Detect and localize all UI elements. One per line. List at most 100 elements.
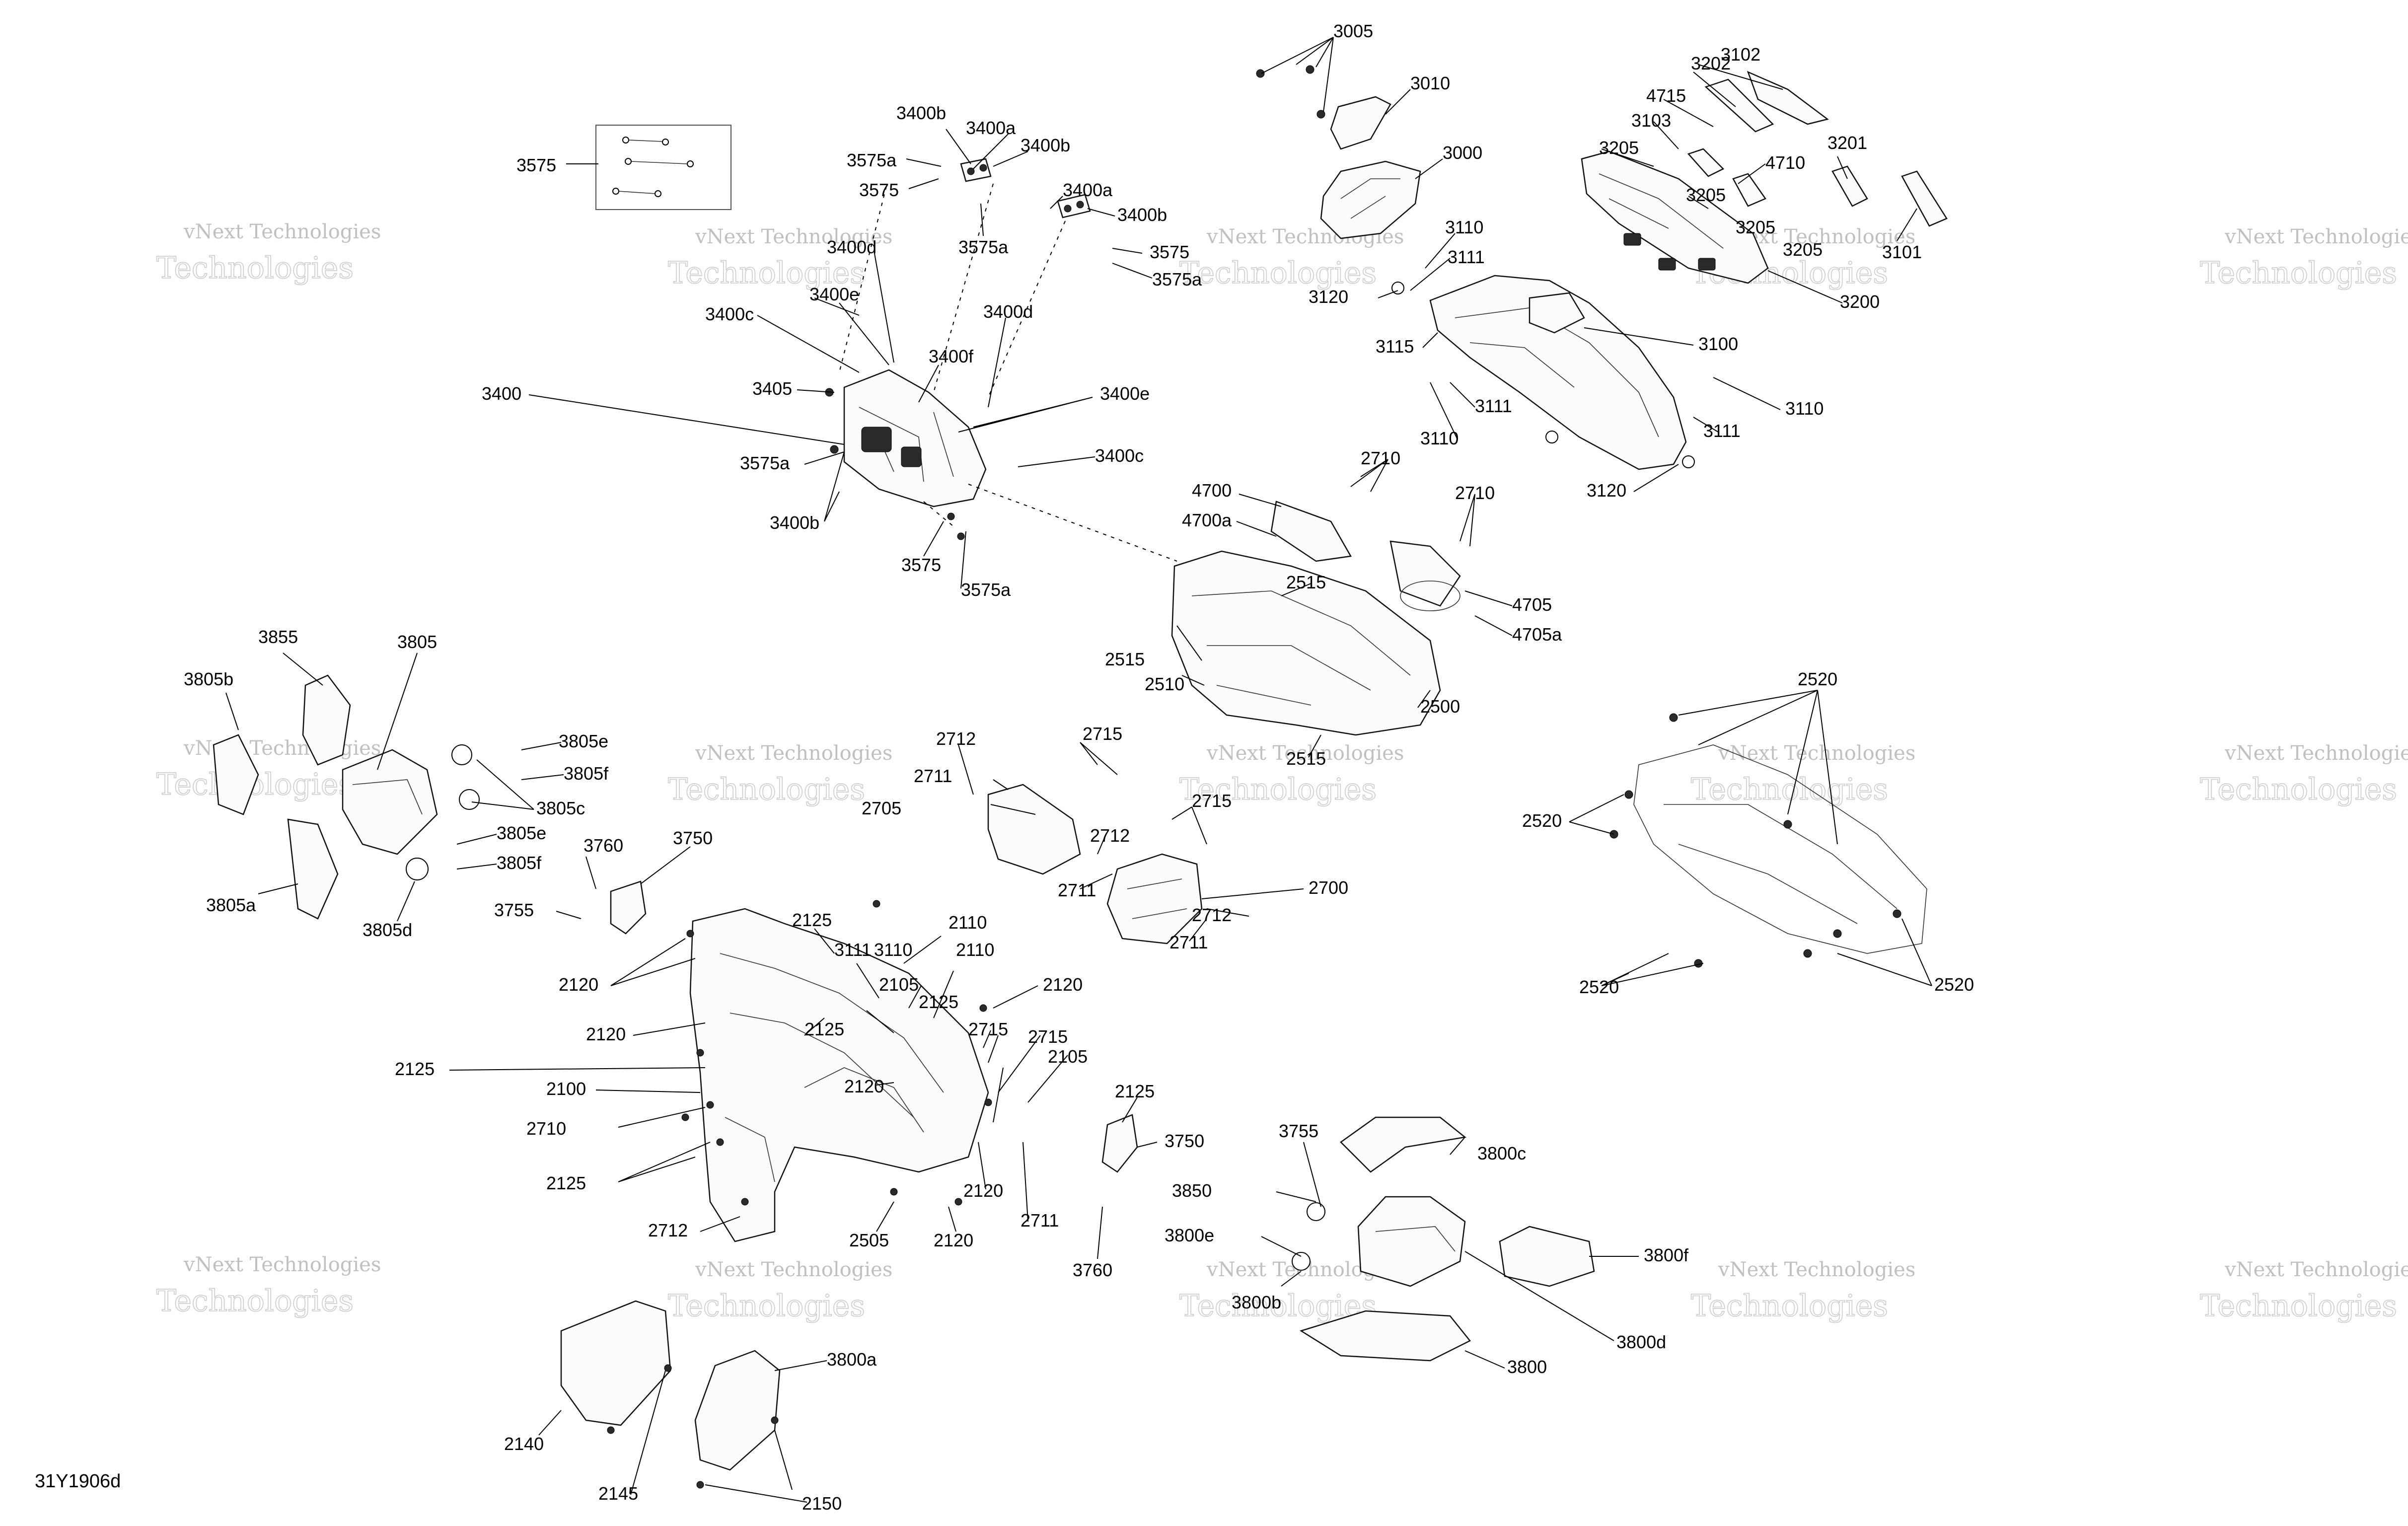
callout-label: 3201 <box>1827 133 1867 153</box>
side-panels-2140-2145 <box>560 1300 781 1471</box>
callout-label: 3205 <box>1736 217 1775 237</box>
callout-label: 2120 <box>963 1180 1003 1201</box>
callout-label: 2520 <box>1798 669 1837 689</box>
svg-text:Technologies: Technologies <box>668 256 865 291</box>
watermark: vNext Technologies Technologies <box>667 225 892 291</box>
svg-text:Technologies: Technologies <box>668 772 865 807</box>
callout-label: 3755 <box>494 900 534 920</box>
svg-text:vNext Technologies: vNext Technologies <box>695 1258 892 1281</box>
callout-label: 3200 <box>1840 291 1880 312</box>
callout-labels: 3005 3010 3000 3202 3102 4715 3103 4710 … <box>184 21 1974 1514</box>
callout-label: 2505 <box>849 1230 889 1250</box>
mirror-assembly-3805 <box>213 674 480 920</box>
cover-3000-3010 <box>1320 96 1421 239</box>
callout-label: 2515 <box>1105 649 1145 669</box>
callout-label: 3110 <box>1785 398 1824 419</box>
callout-label: 3575a <box>847 150 897 170</box>
callout-label: 3205 <box>1599 138 1639 158</box>
svg-text:Technologies: Technologies <box>668 1289 865 1323</box>
callout-label: 3100 <box>1698 334 1738 354</box>
svg-text:vNext Technologies: vNext Technologies <box>2224 742 2408 765</box>
callout-label: 3400a <box>1063 180 1113 200</box>
callout-label: 2711 <box>1021 1210 1059 1231</box>
bracket-assembly-3400 <box>843 158 1091 508</box>
svg-text:vNext Technologies: vNext Technologies <box>2224 1258 2408 1281</box>
callout-label: 2120 <box>559 974 598 995</box>
callout-label: 3405 <box>752 378 792 399</box>
front-frame-2100 <box>689 908 989 1242</box>
callout-label: 3400b <box>1021 135 1070 155</box>
callout-label: 2120 <box>586 1024 626 1044</box>
callout-label: 2520 <box>1934 974 1974 995</box>
callout-label: 3120 <box>1587 480 1626 501</box>
callout-label: 2715 <box>1028 1026 1068 1047</box>
callout-label: 3110 <box>874 940 912 960</box>
svg-text:vNext Technologies: vNext Technologies <box>183 737 381 760</box>
leader-lines <box>225 37 1932 1503</box>
watermark: vNext Technologies Technologies <box>2199 742 2408 807</box>
callout-label: 2705 <box>862 798 901 818</box>
callout-label: 2700 <box>1309 877 1348 898</box>
callout-label: 3205 <box>1783 239 1823 260</box>
callout-label: 3575 <box>859 180 899 200</box>
assembly-lines <box>839 183 1177 562</box>
callout-label: 2712 <box>936 728 976 749</box>
callout-label: 2715 <box>1192 791 1232 811</box>
callout-label: 2105 <box>1048 1046 1088 1067</box>
svg-text:vNext Technologies: vNext Technologies <box>1718 1258 1915 1281</box>
callout-label: 3575a <box>961 580 1011 600</box>
callout-label: 2125 <box>804 1019 844 1039</box>
callout-label: 3111 <box>1475 396 1512 416</box>
bracket-3750-lower <box>1101 1114 1138 1173</box>
bracket-3750-upper <box>610 880 647 935</box>
callout-label: 3400 <box>482 383 521 404</box>
svg-text:vNext Technologies: vNext Technologies <box>695 742 892 765</box>
callout-label: 3755 <box>1279 1121 1318 1141</box>
callout-label: 2712 <box>1090 825 1130 846</box>
mirror-assembly-3800 <box>1292 1116 1595 1362</box>
svg-text:vNext Technologies: vNext Technologies <box>183 220 381 243</box>
svg-text:vNext Technologies: vNext Technologies <box>2224 225 2408 248</box>
watermark: vNext Technologies Technologies <box>667 1258 892 1324</box>
watermark: vNext Technologies Technologies <box>156 220 381 286</box>
callout-label: 3000 <box>1443 143 1482 163</box>
svg-text:Technologies: Technologies <box>1691 1289 1888 1323</box>
callout-label: 3010 <box>1410 73 1450 93</box>
callout-label: 3111 <box>834 940 872 960</box>
kit-box-screws <box>612 137 694 197</box>
callout-label: 3400e <box>1100 383 1150 404</box>
callout-label: 3400b <box>770 512 819 533</box>
watermark: vNext Technologies Technologies <box>1179 742 1404 807</box>
callout-label: 3400c <box>1095 445 1144 466</box>
callout-label: 3400e <box>809 284 859 304</box>
small-parts-3100-series <box>1704 71 1948 227</box>
callout-label: 3400c <box>705 304 754 324</box>
fasteners <box>607 65 1901 1489</box>
part-drawings <box>213 65 1948 1489</box>
panel-3200 <box>1581 148 1769 284</box>
callout-label: 2125 <box>1115 1081 1155 1101</box>
callout-label: 3800c <box>1477 1143 1526 1163</box>
watermark: vNext Technologies Technologies <box>1690 1258 1915 1324</box>
callout-label: 2100 <box>546 1079 586 1099</box>
callout-label: 3005 <box>1333 21 1373 41</box>
windshield-2705-2700 <box>987 784 1203 945</box>
callout-label: 3575a <box>958 237 1009 257</box>
watermark: vNext Technologies Technologies <box>1179 225 1404 291</box>
callout-label: 2710 <box>1361 448 1400 468</box>
callout-label: 3102 <box>1721 44 1760 65</box>
callout-label: 2715 <box>1083 724 1122 744</box>
housing-3100 <box>1429 275 1687 470</box>
callout-label: 2125 <box>395 1059 435 1079</box>
callout-label: 3202 <box>1691 53 1731 73</box>
svg-text:vNext Technologies: vNext Technologies <box>1206 742 1404 765</box>
svg-text:Technologies: Technologies <box>156 1284 354 1318</box>
callout-label: 3575 <box>901 555 941 575</box>
svg-text:Technologies: Technologies <box>2200 772 2397 807</box>
callout-label: 3805b <box>184 669 233 689</box>
callout-label: 3575a <box>740 453 790 473</box>
callout-label: 3400f <box>929 346 974 366</box>
kit-box-3575 <box>595 125 731 210</box>
callout-label: 2711 <box>1058 880 1096 900</box>
